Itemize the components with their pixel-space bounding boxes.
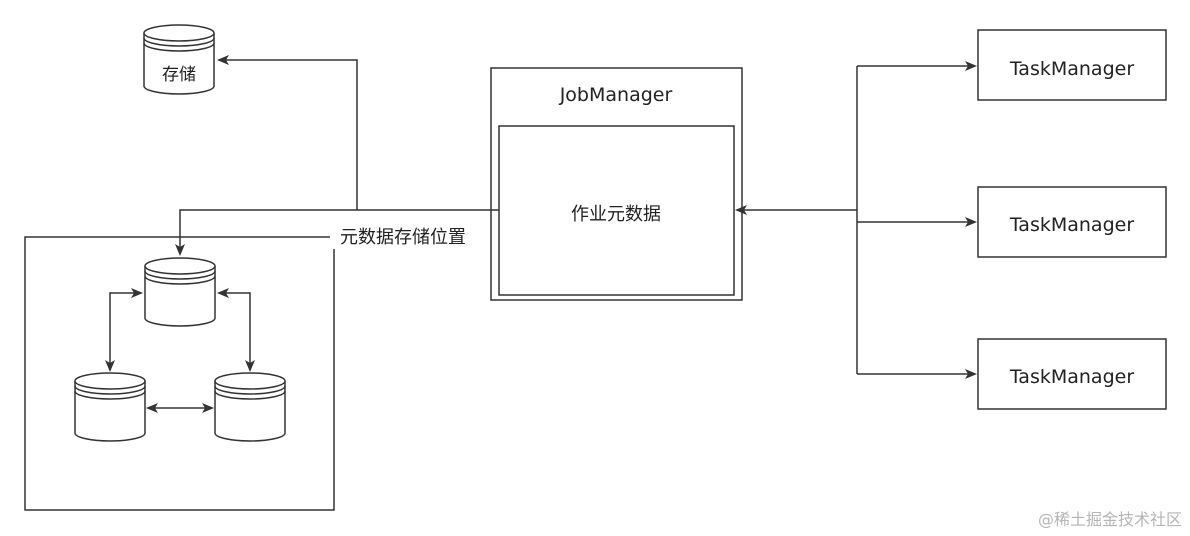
cluster-db-top: [144, 257, 216, 327]
metadata-storage-location-label: 元数据存储位置: [340, 227, 466, 248]
arrow-metadata-to-storage: [217, 55, 358, 210]
taskmanager-box-2: TaskManager: [977, 186, 1167, 258]
storage-label: 存储: [162, 65, 196, 85]
arrow-db-top-db-left: [105, 288, 143, 372]
arrow-db-top-db-right: [217, 288, 255, 372]
taskmanager-box-1: TaskManager: [977, 29, 1167, 101]
taskmanager-label: TaskManager: [1009, 58, 1134, 80]
job-metadata-label: 作业元数据: [571, 204, 661, 225]
cluster-db-left: [74, 372, 146, 442]
storage-cylinder: 存储: [143, 24, 215, 95]
jobmanager-box: JobManager 作业元数据: [490, 67, 743, 301]
watermark: @稀土掘金技术社区: [1037, 510, 1182, 529]
taskmanager-label: TaskManager: [1009, 214, 1134, 236]
taskmanager-label: TaskManager: [1009, 366, 1134, 388]
job-metadata-box: [498, 125, 735, 296]
taskmanager-box-3: TaskManager: [977, 338, 1167, 410]
arrow-metadata-to-cluster: [175, 209, 499, 256]
cluster-db-right: [214, 372, 286, 442]
jobmanager-label: JobManager: [559, 84, 673, 106]
